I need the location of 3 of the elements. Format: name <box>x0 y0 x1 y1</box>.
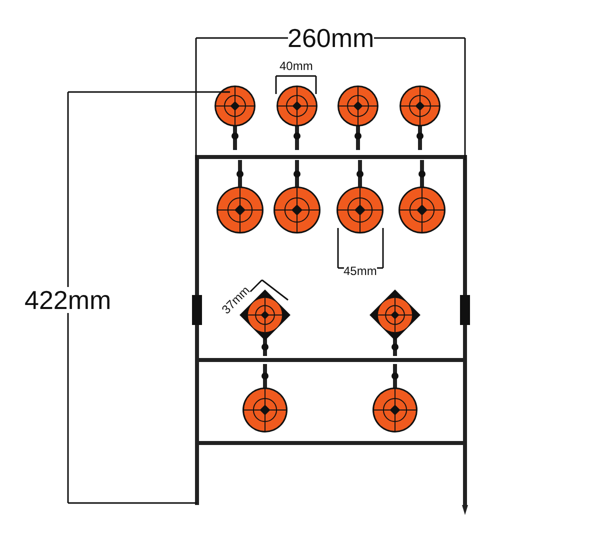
dimension-label: 422mm <box>24 287 112 313</box>
dimension-label: 45mm <box>344 265 377 277</box>
dimension-label: 40mm <box>280 60 313 72</box>
